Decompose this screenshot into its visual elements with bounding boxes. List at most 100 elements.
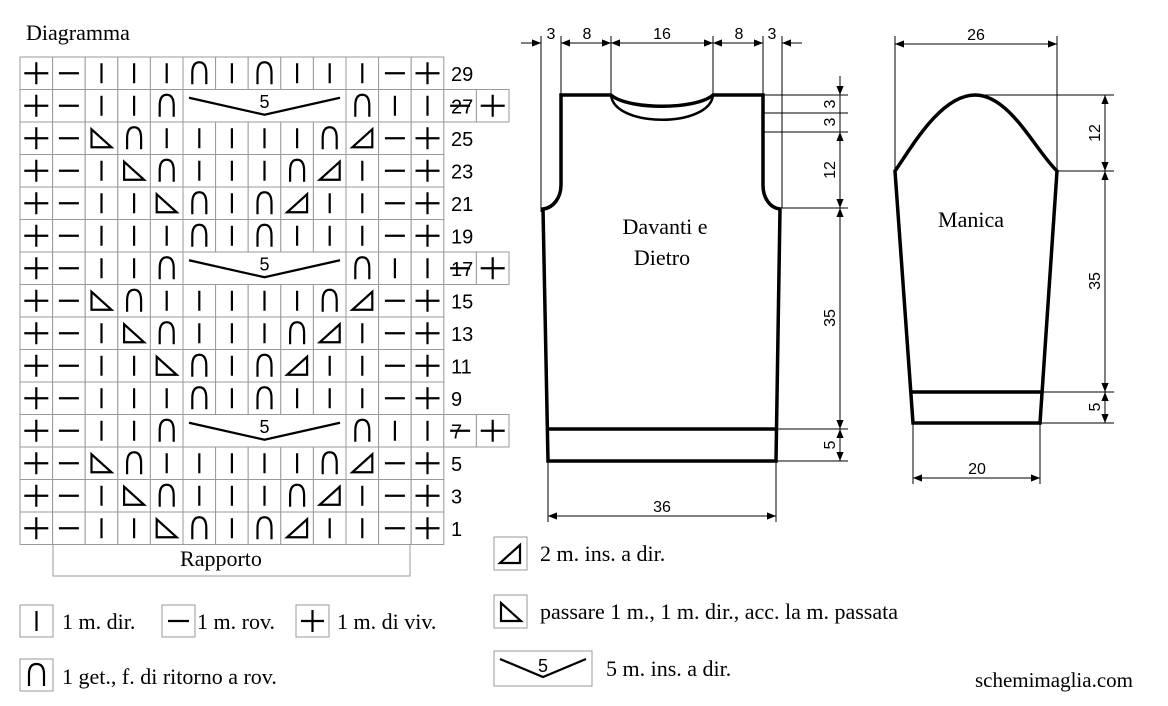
chart-cell (410, 316, 445, 350)
body-dim-shoulder-width-left: 8 (583, 26, 592, 43)
chart-cell (52, 89, 86, 123)
chart-cell (215, 186, 249, 220)
chart-cell (84, 511, 119, 545)
edge-stitch-icon (24, 354, 49, 377)
front-neckline (609, 94, 715, 121)
k2tog-icon (349, 289, 374, 311)
chart-cell (312, 284, 347, 318)
yarn-over-icon (256, 61, 273, 85)
legend-yo-text: 1 get., f. di ritorno a rov. (62, 664, 277, 689)
dec5-icon (188, 421, 341, 441)
chart-cell (149, 349, 184, 383)
chart-cell (312, 56, 347, 90)
chart-cell (149, 251, 184, 285)
dec5-icon (188, 259, 341, 279)
yarn-over-icon (158, 483, 175, 507)
edge-stitch-icon (480, 94, 505, 117)
chart-cell (117, 381, 151, 415)
chart-cell (475, 251, 510, 285)
yarn-over-icon (321, 451, 338, 475)
chart-cell (410, 121, 445, 155)
edge-stitch-icon (415, 127, 440, 150)
chart-cell (378, 511, 412, 545)
skp-icon (90, 289, 115, 311)
edge-stitch-icon (24, 127, 49, 150)
k2tog-icon (316, 321, 341, 344)
edge-stitch-icon (24, 484, 49, 507)
row-number: 7 (451, 422, 462, 444)
chart-cell (410, 251, 445, 285)
chart-cell (443, 251, 477, 285)
body-top-dimensions (521, 36, 802, 212)
skp-icon (123, 159, 147, 181)
chart-cell (410, 89, 445, 123)
edge-stitch-icon (24, 387, 49, 410)
yarn-over-icon (256, 353, 273, 377)
edge-stitch-icon (24, 159, 49, 182)
yarn-over-icon (256, 191, 273, 215)
edge-stitch-icon (301, 610, 324, 632)
chart-cell (280, 349, 314, 383)
chart-cell (19, 446, 54, 480)
skp-icon (155, 354, 180, 376)
yarn-over-icon (256, 386, 273, 410)
skp-icon (123, 321, 147, 344)
chart-cell (149, 89, 184, 123)
row-number: 5 (451, 454, 462, 476)
chart-cell (247, 219, 282, 253)
body-label-line1: Davanti e (623, 214, 708, 239)
chart-cell (215, 219, 249, 253)
chart-cell (182, 56, 217, 90)
chart-cell (410, 349, 445, 383)
edge-stitch-icon (415, 289, 440, 312)
k2tog-icon (349, 451, 374, 474)
chart-cell (378, 219, 412, 253)
chart-cell (280, 446, 314, 480)
k2tog-icon (284, 354, 309, 376)
chart-cell (149, 56, 184, 90)
chart-cell (215, 284, 249, 318)
sleeve-piece: Manica (893, 93, 1059, 425)
chart-cell (312, 121, 347, 155)
body-dim-neck-width: 16 (653, 26, 671, 43)
edge-stitch-icon (415, 192, 440, 215)
chart-cell (475, 89, 510, 123)
chart-cell (247, 479, 282, 513)
body-dim-shoulder-width-right: 8 (735, 26, 744, 43)
chart-cell (149, 479, 184, 513)
chart-cell (215, 316, 249, 350)
chart-cell (149, 219, 184, 253)
chart-cell (117, 219, 151, 253)
legend-edge: 1 m. di viv. (295, 604, 436, 638)
chart-cell (215, 381, 249, 415)
chart-cell (52, 251, 86, 285)
sleeve-dim-top-width: 26 (967, 27, 985, 44)
chart-cell (345, 251, 380, 285)
chart-cell (312, 511, 347, 545)
chart-cell (19, 121, 54, 155)
edge-stitch-icon (415, 159, 440, 182)
yarn-over-icon (27, 662, 46, 686)
chart-cell (378, 56, 412, 90)
chart-cell (280, 479, 314, 513)
edge-stitch-icon (415, 484, 440, 507)
row-number: 3 (451, 487, 462, 509)
legend-purl: 1 m. rov. (161, 604, 275, 638)
yarn-over-icon (191, 386, 208, 410)
chart-cell (117, 316, 151, 350)
chart-cell (149, 316, 184, 350)
chart-cell (182, 349, 217, 383)
chart-cell (312, 349, 347, 383)
chart-cell (117, 251, 151, 285)
body-label-line2: Dietro (634, 245, 690, 270)
edge-stitch-icon (415, 452, 440, 475)
sleeve-right-dimensions (975, 94, 1114, 424)
chart-cell (280, 121, 314, 155)
chart-cell (117, 511, 151, 545)
row-number: 17 (451, 259, 473, 281)
chart-cell (52, 511, 86, 545)
chart-cell (117, 446, 151, 480)
chart-cell (84, 381, 119, 415)
legend-purl-text: 1 m. rov. (197, 609, 275, 634)
chart-cell (84, 89, 119, 123)
